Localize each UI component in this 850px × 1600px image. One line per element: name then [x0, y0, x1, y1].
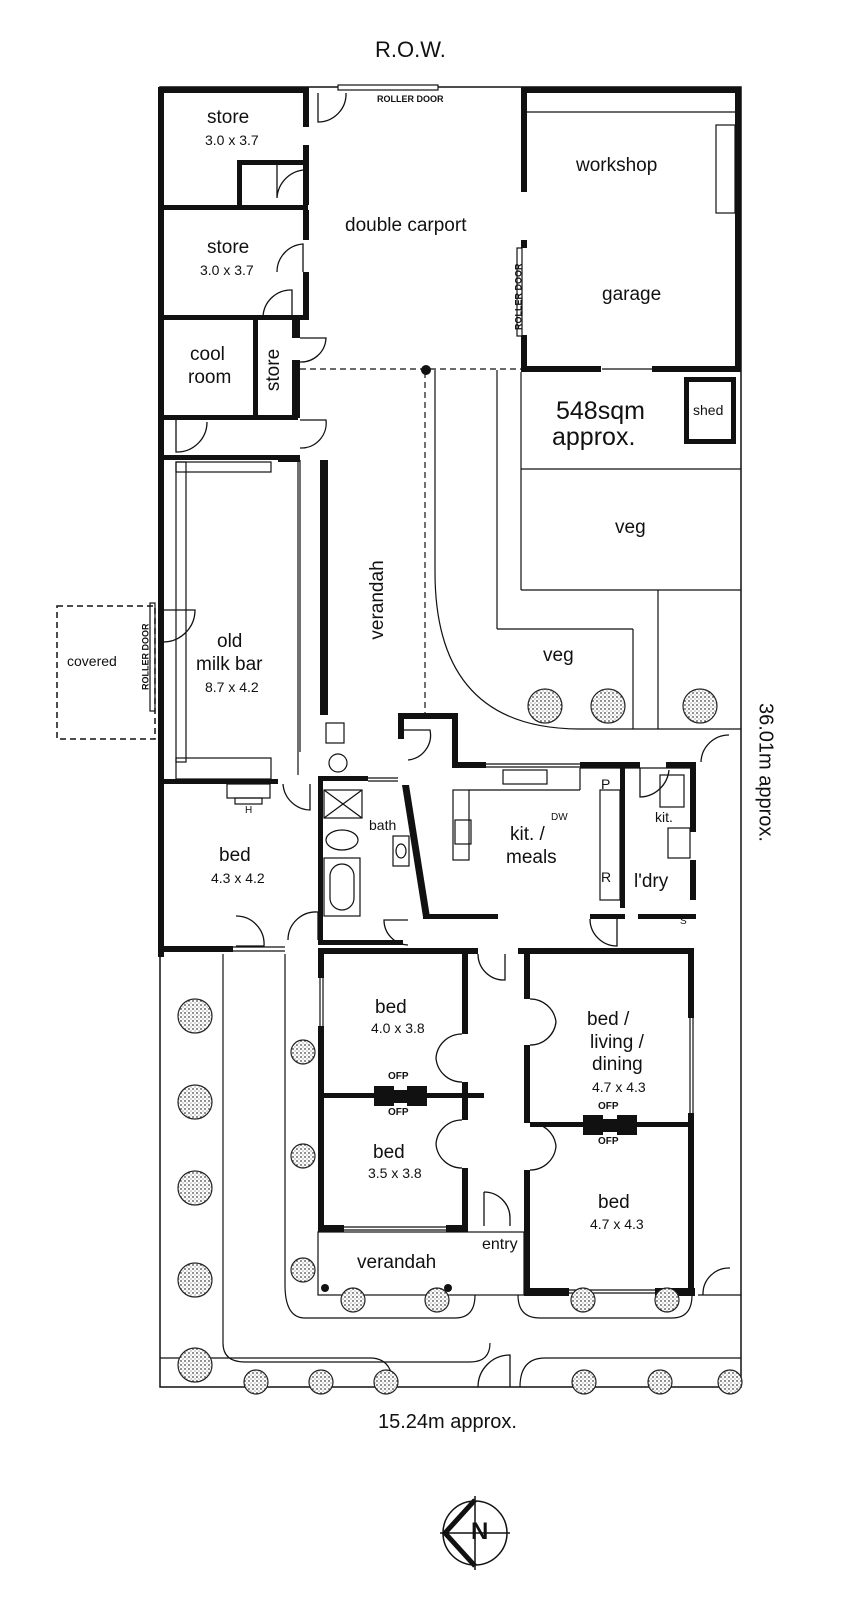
room-cool-room-line2: room — [188, 367, 232, 388]
ofp-label-1: OFP — [388, 1071, 409, 1082]
compass-north-label: N — [471, 1518, 489, 1545]
verandah-posts — [321, 365, 452, 1292]
pantry-label: P — [601, 776, 611, 792]
door-swings — [162, 92, 731, 1388]
dishwasher-label: DW — [551, 812, 568, 823]
room-store-2-size: 3.0 x 3.7 — [200, 262, 254, 278]
room-bed-2-name: bed — [375, 997, 407, 1018]
room-bed-living-dining-size: 4.7 x 4.3 — [592, 1079, 646, 1095]
land-area-line1: 548sqm — [556, 397, 645, 425]
compass-icon — [440, 1496, 510, 1570]
roller-door-label-top: ROLLER DOOR — [377, 94, 444, 104]
room-workshop-name: workshop — [576, 155, 658, 176]
property-boundary — [159, 86, 742, 1388]
room-old-milk-bar-line1: old — [217, 631, 243, 652]
room-entry-name: entry — [482, 1236, 518, 1253]
room-veg-1-name: veg — [615, 517, 646, 538]
room-bed-2-size: 4.0 x 3.8 — [371, 1020, 425, 1036]
ofp-label-4: OFP — [598, 1136, 619, 1147]
fireplace-symbols — [374, 1086, 637, 1135]
room-kit-meals-line1: kit. / — [510, 824, 545, 845]
room-bed-living-dining-line1: bed / — [587, 1009, 630, 1030]
room-double-carport-name: double carport — [345, 215, 467, 236]
room-store-1-size: 3.0 x 3.7 — [205, 132, 259, 148]
heater-label: H — [245, 805, 253, 816]
plan-width-label: 15.24m approx. — [378, 1411, 517, 1433]
plan-depth-label: 36.01m approx. — [754, 703, 777, 842]
row-boundary-label: R.O.W. — [375, 37, 446, 62]
ofp-label-3: OFP — [598, 1101, 619, 1112]
room-kit-small-name: kit. — [655, 809, 673, 825]
room-garage-name: garage — [602, 284, 662, 305]
room-bed-living-dining-line3: dining — [592, 1054, 643, 1075]
room-verandah-front-name: verandah — [357, 1252, 437, 1273]
room-bed-3-name: bed — [373, 1142, 405, 1163]
room-kit-meals-line2: meals — [506, 847, 557, 868]
room-laundry-name: l'dry — [634, 871, 669, 892]
room-verandah-side-name: verandah — [367, 560, 389, 640]
room-bed-4-size: 4.7 x 4.3 — [590, 1216, 644, 1232]
shrubs — [177, 688, 743, 1395]
thin-lines — [149, 84, 741, 1388]
fridge-label: R — [601, 869, 612, 885]
room-bed-living-dining-line2: living / — [590, 1032, 644, 1053]
room-shed-name: shed — [693, 402, 724, 418]
covered-area-outline — [56, 605, 156, 740]
sink-label: S — [680, 916, 687, 927]
room-store-small-name: store — [263, 348, 285, 392]
room-bed-3-size: 3.5 x 3.8 — [368, 1165, 422, 1181]
room-store-1-name: store — [207, 107, 250, 128]
land-area-line2: approx. — [552, 423, 636, 451]
room-veg-2-name: veg — [543, 645, 574, 666]
roller-door-label-milk-bar: ROLLER DOOR — [140, 623, 151, 690]
room-old-milk-bar-size: 8.7 x 4.2 — [205, 679, 259, 695]
room-cool-room-line1: cool — [190, 344, 225, 365]
room-old-milk-bar-line2: milk bar — [196, 654, 263, 675]
roller-door-label-garage: ROLLER DOOR — [513, 263, 524, 330]
room-bed-1-size: 4.3 x 4.2 — [211, 870, 265, 886]
room-covered-name: covered — [67, 653, 117, 669]
room-bath-name: bath — [369, 817, 397, 833]
room-bed-4-name: bed — [598, 1192, 630, 1213]
room-store-2-name: store — [207, 237, 250, 258]
room-bed-1-name: bed — [219, 845, 251, 866]
ofp-label-2: OFP — [388, 1107, 409, 1118]
